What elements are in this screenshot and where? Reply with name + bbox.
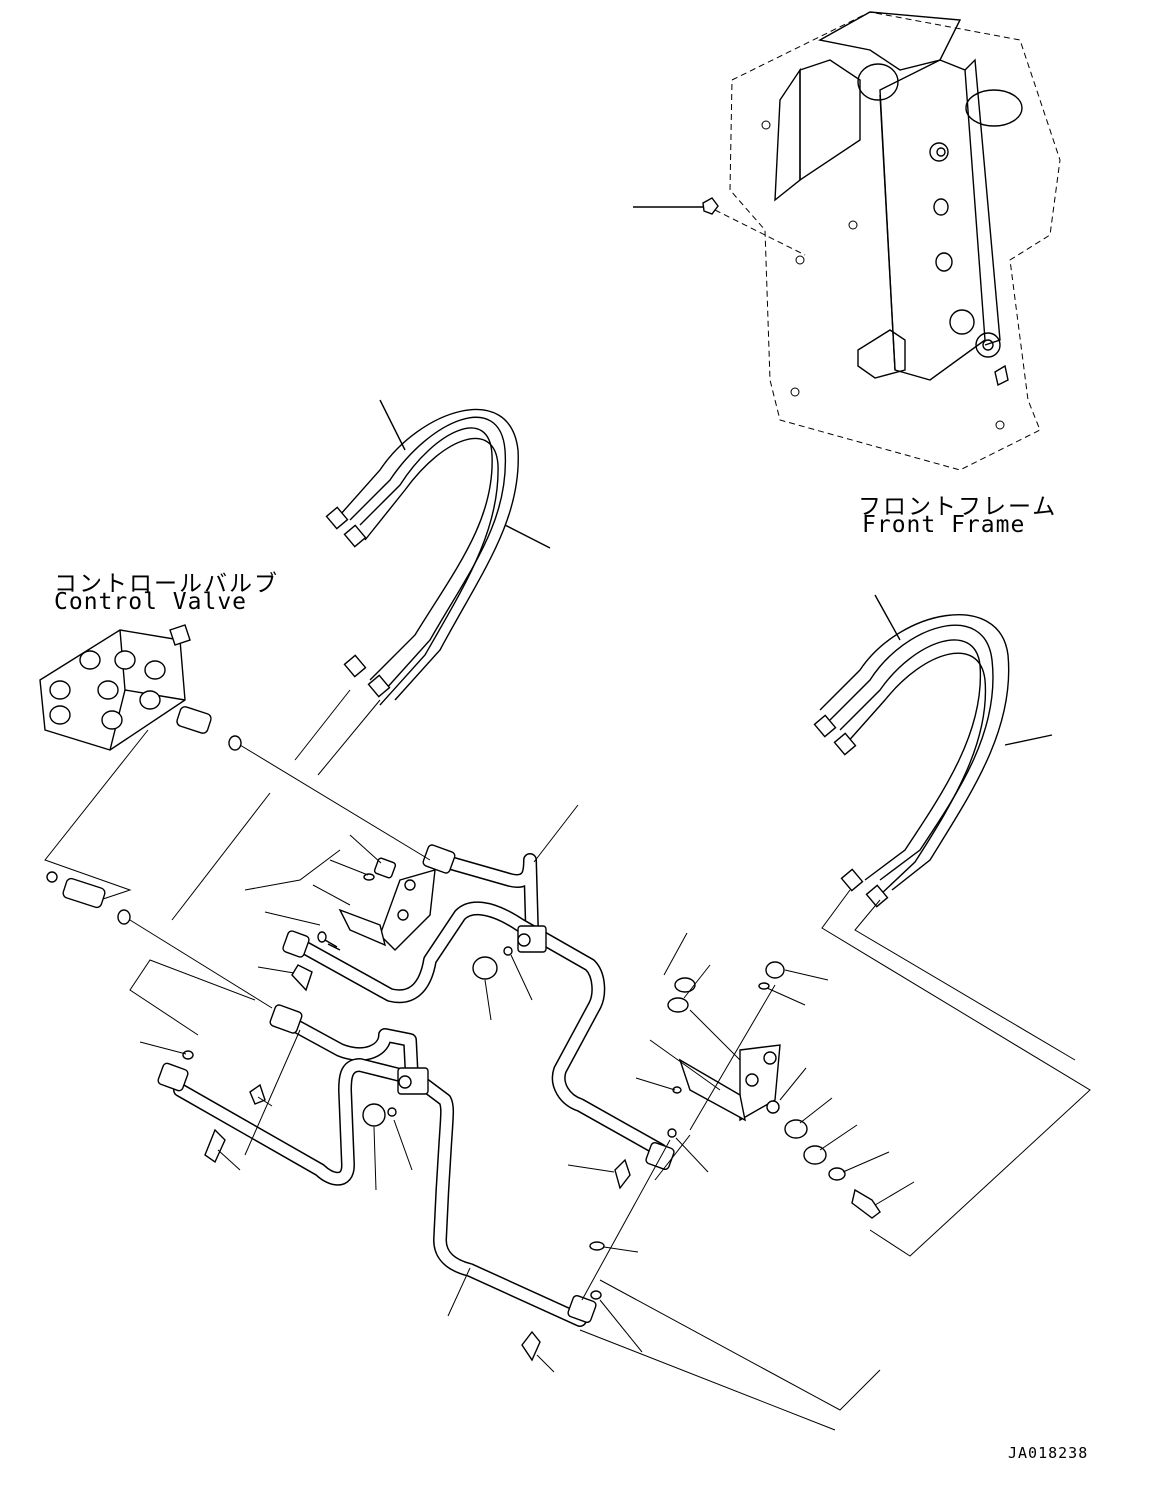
small-parts xyxy=(182,857,881,1362)
drawing-id: JA018238 xyxy=(1008,1444,1089,1462)
hose-right xyxy=(813,594,1091,1257)
control-valve-drawing xyxy=(39,624,242,925)
front-frame-label-jp: フロントフレーム xyxy=(858,494,1058,520)
front-frame-drawing xyxy=(633,11,1061,471)
control-valve-label-en: Control Valve xyxy=(54,589,248,615)
leader-lines xyxy=(129,744,915,1431)
front-frame-label-en: Front Frame xyxy=(862,512,1026,538)
hose-left xyxy=(294,399,551,776)
tube-assembly xyxy=(157,844,675,1327)
control-valve-label-jp: コントロールバルブ xyxy=(54,571,279,597)
